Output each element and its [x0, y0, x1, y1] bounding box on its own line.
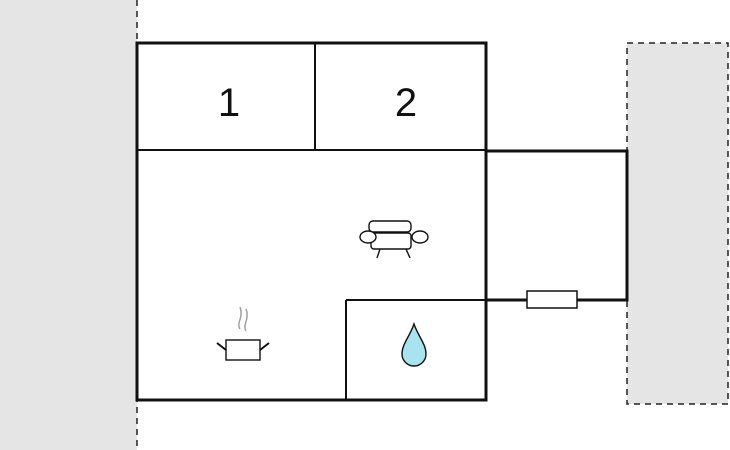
main-house [135, 41, 488, 402]
room-label-1: 1 [218, 81, 240, 125]
window [526, 290, 578, 309]
room-label-2: 2 [395, 81, 417, 125]
annex-room [484, 149, 629, 302]
outside-area-right [626, 42, 729, 405]
outside-area-left [0, 0, 138, 450]
water-drop-icon [401, 321, 427, 367]
sofa-icon [359, 220, 429, 259]
cooking-pot-icon [216, 306, 270, 361]
